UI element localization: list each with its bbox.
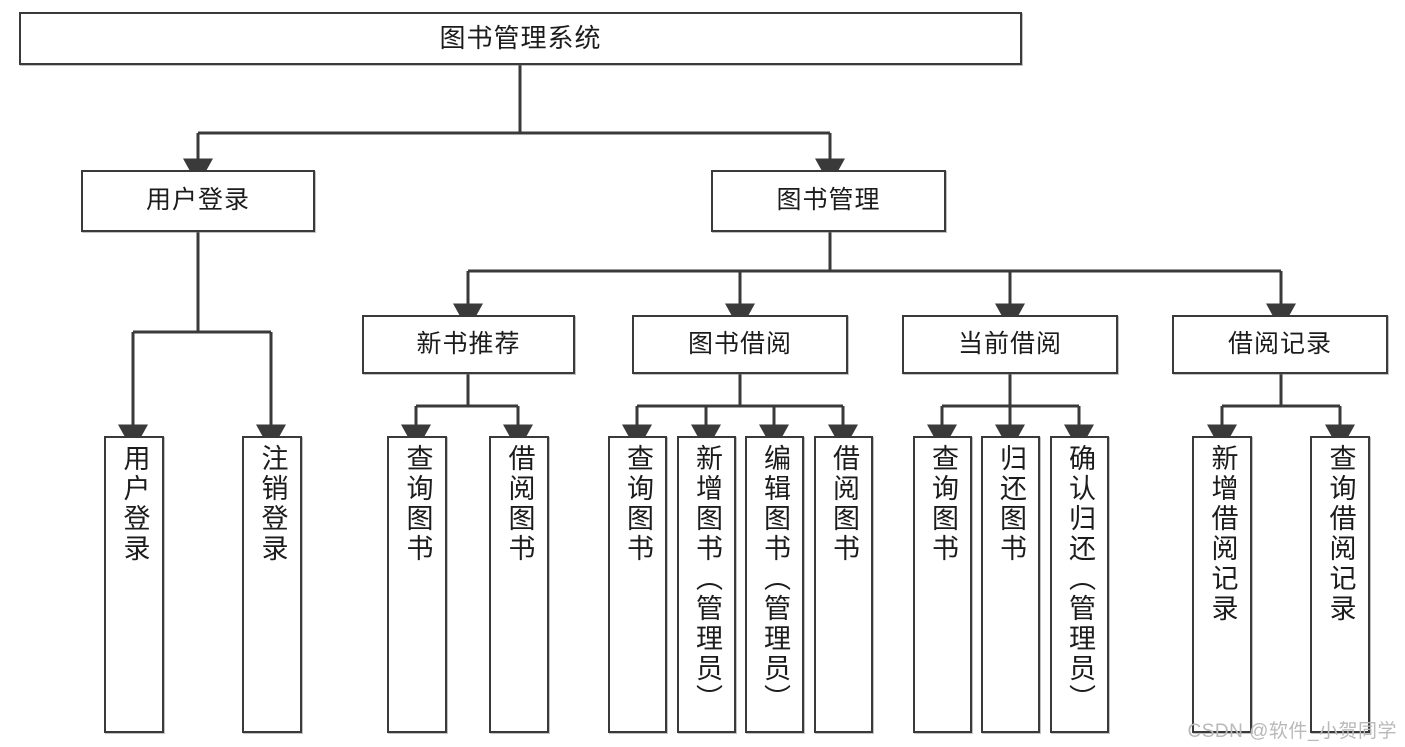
node-label: 确认归还（管理员） [1065,444,1095,714]
leaf-book-borrow-borrow[interactable]: 借阅图书 [814,436,873,733]
node-new-book-recommend[interactable]: 新书推荐 [362,315,575,374]
node-borrow-record[interactable]: 借阅记录 [1172,315,1388,374]
node-label: 注销登录 [257,444,288,564]
leaf-new-book-query[interactable]: 查询图书 [387,436,447,733]
leaf-current-borrow-confirm-return[interactable]: 确认归还（管理员） [1050,436,1109,733]
leaf-book-borrow-add[interactable]: 新增图书（管理员） [677,436,736,733]
node-label: 查询图书 [928,444,958,564]
node-book-management[interactable]: 图书管理 [711,170,946,232]
node-label: 借阅记录 [1227,329,1332,358]
node-root-book-management-system[interactable]: 图书管理系统 [19,12,1022,65]
leaf-current-borrow-query[interactable]: 查询图书 [913,436,972,733]
node-label: 查询借阅记录 [1325,444,1356,624]
leaf-borrow-record-add[interactable]: 新增借阅记录 [1192,436,1252,733]
node-label: 新增图书（管理员） [692,444,722,714]
node-label: 查询图书 [402,444,433,564]
leaf-current-borrow-return[interactable]: 归还图书 [981,436,1040,733]
node-label: 借阅图书 [504,444,535,564]
node-label: 图书管理系统 [439,23,602,54]
node-label: 当前借阅 [957,329,1062,358]
leaf-book-borrow-query[interactable]: 查询图书 [608,436,667,733]
node-label: 新增借阅记录 [1207,444,1238,624]
node-label: 新书推荐 [416,329,521,358]
node-label: 借阅图书 [829,444,859,564]
node-label: 归还图书 [996,444,1026,564]
node-label: 图书管理 [776,186,881,215]
node-label: 用户登录 [119,444,150,564]
node-user-login[interactable]: 用户登录 [81,170,315,232]
leaf-user-login-logout[interactable]: 注销登录 [242,436,302,733]
leaf-user-login-login[interactable]: 用户登录 [104,436,164,733]
leaf-new-book-borrow[interactable]: 借阅图书 [489,436,549,733]
leaf-borrow-record-query[interactable]: 查询借阅记录 [1310,436,1370,733]
leaf-book-borrow-edit[interactable]: 编辑图书（管理员） [745,436,804,733]
node-label: 编辑图书（管理员） [760,444,790,714]
node-book-borrow[interactable]: 图书借阅 [632,315,848,374]
node-current-borrow[interactable]: 当前借阅 [902,315,1118,374]
node-label: 查询图书 [623,444,653,564]
node-label: 用户登录 [145,186,250,215]
node-label: 图书借阅 [687,329,792,358]
